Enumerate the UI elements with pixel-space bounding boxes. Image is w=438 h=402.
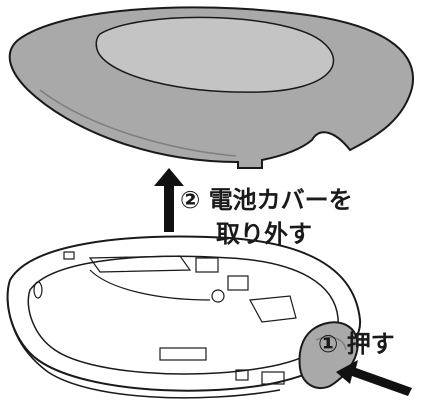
step-2-label: ② 電池カバーを — [180, 188, 353, 212]
lift-arrow — [154, 168, 184, 232]
remote-body — [6, 235, 362, 399]
step-1-text: 押す — [346, 330, 395, 358]
press-arrow — [336, 360, 412, 396]
step-1-number: ① — [318, 330, 339, 358]
step-2-number: ② — [180, 186, 201, 214]
step-2-label-line2: 取り外す — [216, 222, 312, 246]
step-2-text-line2: 取り外す — [216, 220, 312, 248]
battery-cover — [8, 6, 414, 169]
step-1-label: ① 押す — [318, 332, 395, 356]
step-2-text-line1: 電池カバーを — [208, 186, 353, 214]
